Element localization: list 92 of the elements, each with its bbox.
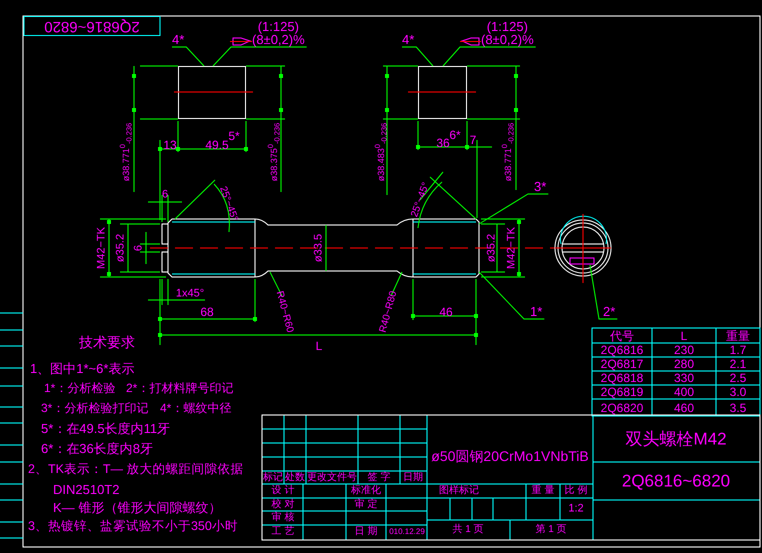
note-text: 4*：螺纹中径 <box>160 402 232 414</box>
table-text: 3.0 <box>730 386 746 398</box>
title-block-text: 日期 <box>403 473 423 483</box>
title-block-text: ø50圆钢20CrMo1VNbTiB <box>431 449 589 463</box>
note-text: 3*：分析检验打印记 <box>41 402 148 414</box>
table-text: 2Q6818 <box>600 372 644 384</box>
table-text: 330 <box>674 372 694 384</box>
title-block-text: 010.12.29 <box>389 528 425 536</box>
ring-gauge-drawing <box>418 66 467 119</box>
title-block-text: 标记 <box>263 473 283 483</box>
table-text: 2.5 <box>730 372 746 384</box>
angle-text: 25°~45° <box>410 181 432 219</box>
radius-text: R40~R80 <box>378 290 400 334</box>
title-block-text: 共 1 页 <box>452 525 484 535</box>
leader-line <box>172 46 204 66</box>
dimension-text: ø35.2 <box>116 234 126 262</box>
title-text: 2Q6816~6820 <box>622 472 730 490</box>
title-block-text: 审 定 <box>354 500 378 510</box>
note-text: 1、图中1*~6*表示 <box>30 362 134 374</box>
taper-tolerance: (8±0,2)% <box>252 33 305 46</box>
table-text: 1.7 <box>730 344 746 356</box>
title-block-text: 更改文件号 <box>307 473 357 483</box>
title-block-text: 处数 <box>285 473 305 483</box>
dimension-text: 68 <box>200 306 214 318</box>
drawing-number: 2Q6816~6820 <box>24 16 160 36</box>
note-text: 5*：在49.5长度内11牙 <box>41 422 170 434</box>
radius-text: R40~R60 <box>274 290 294 334</box>
callout-number: 4* <box>402 33 414 46</box>
title-block-text: 工 艺 <box>272 527 294 537</box>
dimension-text: 7 <box>470 134 476 146</box>
dimension-text: L <box>316 340 322 352</box>
title-block-text: 比 例 <box>564 486 588 496</box>
title-block-text: 1:2 <box>568 504 584 514</box>
ring-gauge-drawing <box>178 66 246 119</box>
table-text: 2Q6819 <box>600 386 644 398</box>
dimension-text: ø33.5 <box>314 234 324 262</box>
table-text: 400 <box>674 386 694 398</box>
table-text: 2Q6817 <box>600 358 644 370</box>
title-text: 双头螺栓M42 <box>625 430 727 448</box>
leader-line <box>478 272 545 320</box>
dimension-text: 6 <box>134 244 144 252</box>
table-text: 230 <box>674 344 694 356</box>
callout-number: 4* <box>172 33 184 46</box>
title-block-text: 签 字 <box>368 473 390 483</box>
scale-ratio: (1:125) <box>486 20 529 33</box>
title-block-text: 设 计 <box>272 486 294 496</box>
dimension-text: 36 <box>436 137 450 149</box>
note-text: 2*：打材料牌号印记 <box>126 382 234 394</box>
leader-line <box>442 46 536 66</box>
title-block-text: 日 期 <box>354 527 378 537</box>
title-block-text: 图样标记 <box>439 486 479 496</box>
callout-number: 2* <box>603 305 616 318</box>
title-block-text: 审 核 <box>272 513 294 523</box>
note-text: 6*：在36长度内8牙 <box>41 442 153 454</box>
dimension-text: 13 <box>163 139 177 151</box>
note-text: 2、TK表示：T— 放大的螺距间隙依据 <box>28 462 244 476</box>
leader-line <box>590 264 618 320</box>
scale-ratio: (1:125) <box>256 20 300 33</box>
title-block-text: 标准化 <box>351 486 381 496</box>
taper-tolerance: (8±0,2)% <box>481 33 534 46</box>
note-text: 3、热镀锌、盐雾试验不小于350小时 <box>28 520 238 532</box>
thread-text: M42−TK <box>96 227 108 269</box>
table-text: 2Q6820 <box>600 402 644 414</box>
title-block-text: 校 对 <box>272 500 294 510</box>
callout-number: 1* <box>530 305 542 318</box>
table-header: L <box>680 330 688 342</box>
callout-number: 5* <box>228 130 240 142</box>
table-text: 460 <box>674 402 694 414</box>
table-header: 重量 <box>726 330 750 342</box>
dimension-text: ø35.2 <box>486 234 498 262</box>
title-block-text: 第 1 页 <box>535 525 567 535</box>
leader-line <box>478 194 549 224</box>
dimension-text: 6 <box>162 190 168 200</box>
bolt-drawing <box>162 218 480 278</box>
dimension-text: 1x45° <box>176 288 204 300</box>
table-text: 2Q6816 <box>600 344 644 356</box>
note-text: 1*：分析检验 <box>44 382 116 394</box>
leader-line <box>402 46 434 66</box>
leader-line <box>212 46 308 66</box>
table-text: 280 <box>674 358 694 370</box>
thread-text: M42−TK <box>506 227 518 269</box>
table-text: 3.5 <box>730 402 746 414</box>
note-text: DIN2510T2 <box>53 482 120 496</box>
table-header: 代号 <box>610 330 634 342</box>
callout-number: 6* <box>449 129 461 141</box>
note-heading: 技术要求 <box>79 335 135 349</box>
title-block-text: 重 量 <box>532 486 554 496</box>
note-text: K— 锥形（锥形大间隙螺纹） <box>53 500 222 514</box>
callout-number: 3* <box>534 180 546 193</box>
table-text: 2.1 <box>730 358 746 370</box>
dimension-text: 49.5 <box>205 139 229 151</box>
dimension-text: 46 <box>439 306 453 318</box>
